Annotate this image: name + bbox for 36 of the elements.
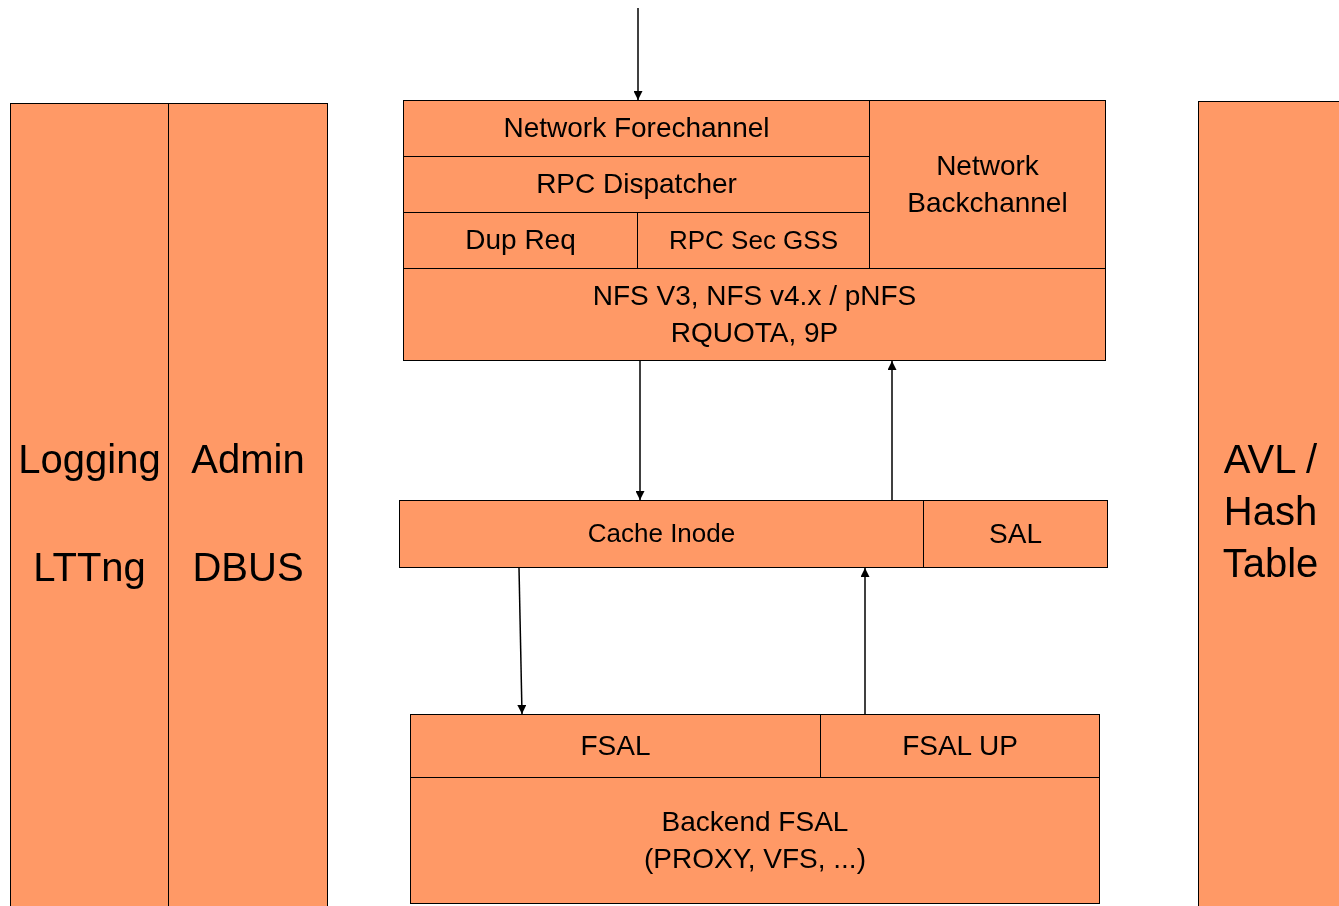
- layer-box: [403, 100, 870, 157]
- layer-box: [923, 500, 1108, 568]
- layer-label: RPC Sec GSS: [668, 223, 839, 257]
- arrow: [635, 360, 645, 501]
- layer-box: [403, 268, 1106, 361]
- arrow: [517, 567, 527, 715]
- layer-label: Admin: [191, 436, 305, 483]
- arrow: [860, 567, 870, 715]
- layer-box: [637, 212, 870, 269]
- layer-label: NFS V3, NFS v4.x / pNFS RQUOTA, 9P: [591, 279, 918, 350]
- layer-label: Dup Req: [465, 223, 576, 258]
- layer-label: FSAL UP: [902, 728, 1018, 763]
- layer-box: [410, 777, 1100, 904]
- layer-label: SAL: [989, 516, 1042, 551]
- layer-box: [399, 500, 924, 568]
- layer-box: [1198, 101, 1339, 906]
- layer-label: LTTng: [33, 544, 146, 591]
- layer-box: [168, 103, 328, 906]
- layer-box: [10, 103, 169, 906]
- layer-label: FSAL: [580, 728, 651, 763]
- layer-label: DBUS: [192, 544, 304, 591]
- layer-label: Backend FSAL: [661, 805, 849, 840]
- layer-label: RPC Dispatcher: [536, 167, 737, 202]
- arrow: [887, 360, 897, 501]
- layer-box: [869, 100, 1106, 269]
- layer-box: [403, 212, 638, 269]
- layer-box: [403, 156, 870, 213]
- layer-label: (PROXY, VFS, ...): [644, 841, 866, 876]
- layer-box: [410, 714, 821, 778]
- layer-label: Logging: [18, 436, 161, 483]
- layer-label: Cache Inode: [587, 517, 736, 551]
- layer-label: Network Forechannel: [503, 111, 770, 146]
- layer-label: AVL / Hash Table: [1221, 436, 1320, 587]
- layer-box: [820, 714, 1100, 778]
- layer-label: Network Backchannel: [906, 149, 1069, 220]
- arrow: [633, 7, 643, 101]
